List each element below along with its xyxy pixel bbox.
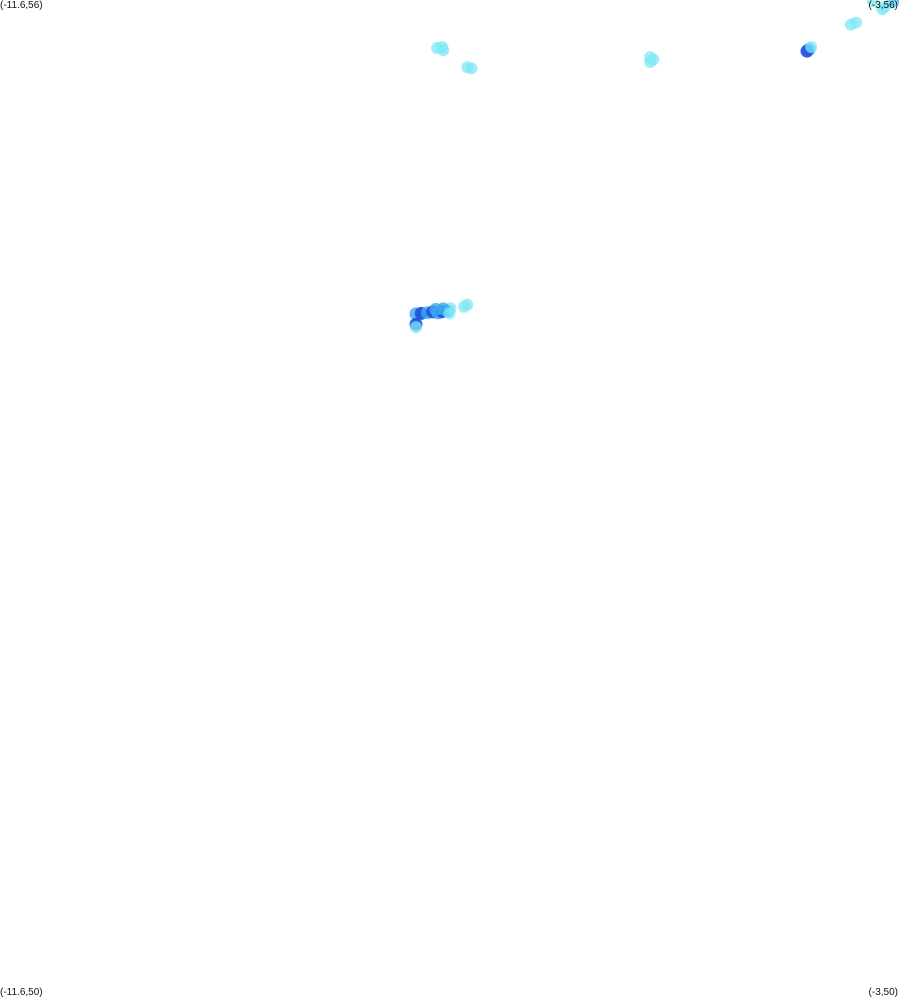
precipitation-echo [876,3,889,16]
precipitation-echo [443,307,456,320]
precipitation-layer [409,0,899,334]
precipitation-echo [458,300,471,313]
corner-coordinate-bottom-right: (-3,50) [868,987,898,998]
precipitation-echo [410,321,422,334]
precipitation-echo [461,61,474,74]
corner-coordinate-top-left: (-11.6,56) [0,0,43,11]
corner-coordinate-bottom-left: (-11.6,50) [0,987,43,998]
precipitation-echo [429,303,443,316]
precipitation-echo [866,0,879,7]
precipitation-echo [436,41,449,54]
precipitation-echo [844,18,857,31]
precipitation-echo [805,41,818,53]
corner-coordinate-top-right: (-3,56) [868,0,898,11]
precipitation-echo [644,55,657,68]
